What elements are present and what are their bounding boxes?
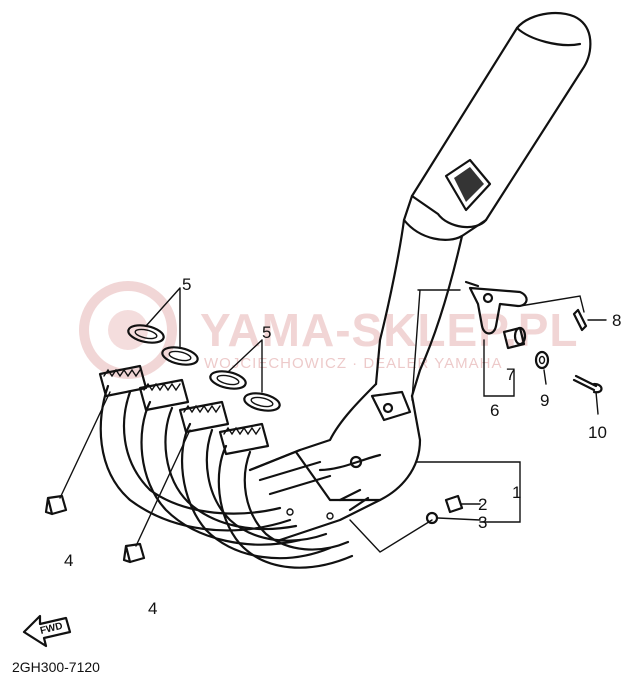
gasket-3: [209, 370, 247, 390]
header-pipe-1-inner: [122, 390, 282, 515]
callout-3: 3: [478, 513, 487, 532]
callout-9: 9: [540, 391, 549, 410]
nut-left: [44, 494, 68, 516]
gasket-4-inner: [250, 396, 274, 408]
collector-stud-tabs: [338, 488, 370, 512]
header-flanges: [98, 364, 270, 456]
callout-4a: 4: [64, 551, 73, 570]
header-weld-dot-2: [326, 512, 334, 520]
callout-6: 6: [490, 401, 499, 420]
gasket-2-inner: [168, 350, 192, 362]
mount-bracket-hole: [382, 402, 394, 414]
forward-arrow: FWD: [22, 614, 72, 648]
callout-10: 10: [588, 423, 607, 442]
flange-2-teeth: [143, 382, 181, 392]
leader-6-7: [483, 339, 515, 397]
fwd-arrow-shape: [22, 614, 72, 648]
muffler-emblem-frame: [444, 158, 492, 212]
callout-1: 1: [512, 483, 521, 502]
flange-4: [218, 422, 270, 456]
muffler-mount-bracket: [370, 390, 412, 422]
header-pipe-3-outer: [180, 422, 332, 560]
gaskets: [127, 324, 281, 412]
header-pipes: [99, 384, 354, 569]
bracket-assembly: [411, 280, 603, 401]
callout-8: 8: [612, 311, 621, 330]
leader-5a: [145, 287, 181, 349]
leader-10: [595, 391, 599, 415]
callout-5a: 5: [182, 275, 191, 294]
bolt-8: [572, 308, 588, 332]
bracket-leader-left: [411, 289, 461, 401]
nut-3-leader: [349, 519, 433, 553]
fwd-label: FWD: [39, 621, 64, 637]
bracket-leader-right: [519, 295, 585, 313]
header-pipe-4-outer: [217, 444, 354, 569]
collector-crease: [318, 453, 382, 472]
header-pipe-2-outer: [140, 400, 302, 546]
muffler: [374, 12, 592, 398]
washer-9-hole: [538, 355, 546, 365]
gasket-1: [127, 324, 165, 344]
leader-9: [543, 369, 547, 385]
header-pipe-3-inner: [205, 428, 328, 542]
bracket-plate: [468, 286, 528, 335]
muffler-emblem: [454, 167, 484, 202]
header-pipe-1-outer: [99, 384, 292, 532]
collector: [248, 382, 422, 542]
watermark-tagline: WOJCIECHOWICZ · DEALER YAMAHA: [204, 355, 502, 372]
leader-1: [415, 461, 521, 523]
flange-1-teeth: [103, 368, 141, 378]
callout-5b: 5: [262, 323, 271, 342]
watermark-brand: YAMA-SKLEP.PL: [200, 304, 579, 356]
callout-7: 7: [506, 365, 515, 384]
header-crossover-lines: [248, 448, 332, 496]
leader-4a: [59, 391, 111, 499]
callout-labels: 1 2 3 4 4 5 5 6 7 8 9 10: [64, 275, 621, 618]
gasket-3-inner: [216, 374, 240, 386]
bolt-10: [572, 374, 603, 394]
collector-top-edge: [248, 382, 378, 472]
collector-fasteners: [349, 494, 464, 553]
callout-4b: 4: [148, 599, 157, 618]
flange-3-teeth: [183, 404, 221, 414]
collector-bolt-hole: [349, 455, 363, 469]
bracket-plate-hole: [482, 292, 494, 304]
watermark-logo-ring: [79, 281, 177, 379]
bracket-rubber-damper: [502, 326, 526, 350]
muffler-inlet-pipe-left: [374, 218, 406, 386]
gasket-2: [161, 346, 199, 366]
leader-4b: [135, 429, 191, 547]
bracket-tab: [464, 280, 480, 288]
flange-2: [138, 378, 190, 412]
nuts: [44, 494, 146, 564]
flange-4-teeth: [223, 426, 261, 436]
callout-2: 2: [478, 495, 487, 514]
muffler-body: [410, 12, 592, 229]
muffler-inlet-pipe-right: [410, 234, 464, 398]
gasket-4: [243, 392, 281, 412]
nut-3: [425, 511, 439, 525]
bolt-2: [444, 494, 464, 514]
damper-end: [513, 326, 527, 346]
nut-center: [122, 542, 146, 564]
header-pipe-4-inner: [243, 450, 350, 551]
header-weld-dot-1: [286, 508, 294, 516]
gasket-1-inner: [134, 328, 158, 340]
part-code: 2GH300-7120: [12, 659, 100, 675]
flange-3: [178, 400, 230, 434]
header-pipe-2-inner: [164, 406, 298, 531]
washer-9: [534, 350, 550, 370]
muffler-end-cap: [515, 26, 582, 47]
callout-leaders: [59, 287, 607, 547]
leader-3: [437, 517, 481, 521]
leader-5b: [227, 339, 263, 393]
